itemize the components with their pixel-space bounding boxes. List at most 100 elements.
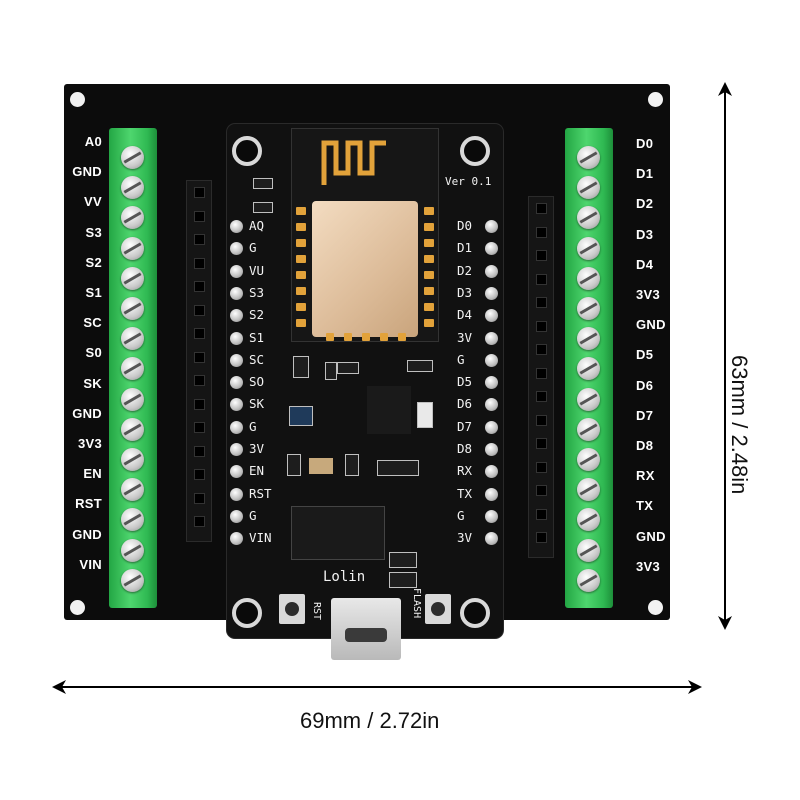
header-slot [536,344,547,355]
header-slot [194,187,205,198]
header-slot [536,461,547,473]
right-pin-label: D8 [636,438,654,453]
smd-capacitor [287,454,301,476]
module-left-label: SK [249,396,265,412]
terminal-screw [121,357,144,381]
flash-button[interactable] [425,594,451,624]
left-pin-label: S1 [85,285,102,300]
header-slot [194,492,205,504]
module-header-pin [485,353,498,367]
terminal-screw [121,146,144,169]
terminal-screw [121,508,144,532]
module-left-label: G [249,507,257,523]
right-pin-label: GND [636,317,666,333]
module-header-pin [230,331,243,345]
terminal-screw [577,478,600,502]
left-pin-label: S3 [85,224,102,240]
left-pin-label: RST [75,496,102,512]
arrow-left-icon [52,680,66,694]
module-header-pin [230,465,243,479]
terminal-screw [121,538,144,562]
module-header-pin [485,286,498,300]
terminal-screw [121,176,144,200]
terminal-screw [577,266,600,290]
right-pin-label: D7 [636,407,654,423]
right-pin-label: TX [636,498,654,514]
module-pad [296,207,306,215]
metal-shield [312,201,418,337]
header-slot [536,273,547,285]
version-label: Ver 0.1 [445,175,492,188]
module-left-label: VU [249,262,265,278]
header-slot [194,351,205,363]
module-left-label: SC [249,351,265,367]
module-header-pin [230,353,243,367]
left-pin-label: GND [72,526,102,542]
header-slot [194,257,205,269]
module-left-label: 3V [249,441,265,456]
right-pin-label: 3V3 [636,287,661,302]
header-slot [536,250,547,261]
mount-hole [460,136,490,166]
antenna-trace [321,140,386,185]
smd-capacitor [289,406,313,426]
terminal-screw [577,448,600,471]
header-slot [194,234,205,245]
header-slot [536,391,547,402]
corner-hole [70,600,85,615]
right-pin-label: D0 [636,136,654,151]
module-header-pin [485,376,498,390]
module-header-pin [230,420,243,434]
right-female-header [528,196,554,558]
height-dimension-label: 63mm / 2.48in [727,355,752,495]
left-female-header [186,180,212,542]
header-slot [194,445,205,457]
module-pad [380,333,388,341]
module-pad [296,271,306,279]
rst-button-label: RST [311,602,322,621]
right-pin-label: D6 [636,377,654,393]
module-header-pin [230,532,243,546]
mount-hole [460,598,490,628]
module-header-pin [485,309,498,323]
module-header-pin [485,331,498,345]
module-header-pin [485,220,498,233]
module-right-label: D2 [457,262,473,278]
module-right-label: D5 [457,374,473,390]
header-slot [194,328,205,339]
smd-resistor [389,572,417,588]
terminal-screw [577,417,600,441]
header-slot [536,414,547,426]
terminal-screw [121,236,144,260]
micro-usb-port[interactable] [331,598,401,660]
header-slot [194,422,205,433]
module-pad [362,333,370,341]
module-right-label: 3V [457,530,473,546]
module-pad [424,223,434,231]
module-left-label: S2 [249,307,265,323]
left-pin-label: S0 [85,345,102,361]
rst-button[interactable] [279,594,305,624]
corner-hole [70,92,85,107]
header-slot [194,281,205,292]
module-header-pin [230,242,243,256]
smd-capacitor [325,362,337,380]
module-header-pin [230,264,243,278]
terminal-screw [121,266,144,290]
terminal-screw [577,206,600,230]
header-slot [194,398,205,410]
module-left-label: EN [249,463,265,479]
module-header-pin [485,532,498,546]
header-slot [536,485,547,496]
module-header-pin [230,443,243,456]
voltage-regulator [367,386,411,434]
header-slot [536,203,547,214]
led-indicator [417,402,433,428]
header-slot [536,320,547,332]
flash-button-label: FLASH [411,588,422,619]
module-header-pin [485,487,498,501]
module-right-label: RX [457,463,473,479]
mount-hole [232,598,262,628]
left-pin-label: 3V3 [77,436,102,451]
module-right-label: TX [457,485,473,501]
